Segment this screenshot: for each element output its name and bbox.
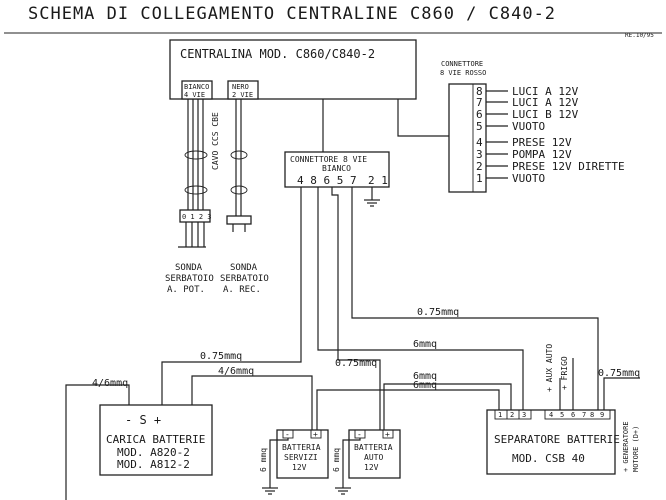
centralina-label: CENTRALINA MOD. C860/C840-2 [180, 47, 375, 61]
port-bianco-4-vie [181, 80, 213, 100]
wire-label-075-left: 0.75mmq [200, 351, 242, 362]
sep-pin-6: 6 [571, 411, 575, 419]
rosso-label-8: LUCI A 12V [512, 85, 579, 98]
sep-pin-7: 7 [582, 411, 586, 419]
batteria-servizi: - + BATTERIA SERVIZI 12V [262, 429, 329, 495]
connettore-bianco-header1: CONNETTORE 8 VIE [290, 155, 367, 164]
cable-bundles [184, 99, 248, 216]
sonda-pot-pins: 0 1 2 3 [182, 213, 212, 221]
separatore-batterie: 1 2 3 4 5 6 7 8 9 SEPARATORE BATTERIE MO… [486, 409, 620, 475]
connettore-rosso: CONNETTORE 8 VIE ROSSO 8 7 6 5 4 3 2 1 L… [397, 60, 625, 193]
sonda-reed-connector [226, 215, 252, 232]
separatore-name: SEPARATORE BATTERIE [494, 433, 620, 446]
rosso-pin-1: 1 [476, 172, 483, 185]
port-nero-2-vie [227, 80, 259, 100]
connettore-bianco-box [284, 151, 390, 188]
wire-label-6-a: 6mmq [413, 339, 437, 350]
wire-label-6-gnd2: 6 mmq [332, 448, 341, 472]
wire-label-075-mid: 0.75mmq [335, 358, 377, 369]
port-nero-label: NERO [232, 83, 249, 91]
rosso-label-2: PRESE 12V DIRETTE [512, 160, 625, 173]
carica-terminals: - S + [125, 413, 161, 427]
carica-model-2: MOD. A812-2 [117, 458, 190, 471]
label-frigo: + FRIGO [560, 356, 569, 390]
rosso-label-3: POMPA 12V [512, 148, 572, 161]
sonda-pot-line1: SONDA [175, 263, 203, 273]
separatore-box [486, 409, 616, 475]
rosso-label-7: LUCI A 12V [512, 96, 579, 109]
sep-pin-9: 9 [600, 411, 604, 419]
carica-model-1: MOD. A820-2 [117, 446, 190, 459]
rosso-pin-6: 6 [476, 108, 483, 121]
servizi-pos: + [313, 430, 318, 439]
separatore-model: MOD. CSB 40 [512, 452, 585, 465]
reference-code: RE.10/95 [625, 32, 654, 39]
rosso-pin-8: 8 [476, 85, 483, 98]
port-bianco-label: BIANCO [184, 83, 209, 91]
sonda-pot-line3: A. POT. [167, 285, 205, 295]
sonda-pot-connector: 0 1 2 3 [178, 209, 212, 248]
servizi-name-2: SERVIZI [284, 453, 318, 462]
connettore-bianco: CONNETTORE 8 VIE BIANCO 4 8 6 5 7 2 1 [284, 99, 390, 207]
servizi-name-3: 12V [292, 463, 307, 472]
sonda-pot-line2: SERBATOIO [165, 274, 214, 284]
wire-label-6-c: 6mmq [413, 380, 437, 391]
wire-label-46-a: 4/6mmq [92, 378, 128, 389]
rosso-label-6: LUCI B 12V [512, 108, 579, 121]
rosso-pin-7: 7 [476, 96, 483, 109]
wire-label-6-b: 6mmq [413, 371, 437, 382]
auto-name-3: 12V [364, 463, 379, 472]
port-nero-vie: 2 VIE [232, 91, 253, 99]
wire-label-46-b: 4/6mmq [218, 366, 254, 377]
servizi-neg: - [285, 430, 290, 439]
rosso-label-4: PRESE 12V [512, 136, 572, 149]
auto-neg: - [357, 430, 362, 439]
rosso-pin-5: 5 [476, 120, 483, 133]
connettore-rosso-header2: 8 VIE ROSSO [440, 69, 486, 77]
connettore-rosso-header1: CONNETTORE [441, 60, 483, 68]
rosso-label-5: VUOTO [512, 120, 545, 133]
sep-pin-2: 2 [510, 411, 514, 419]
carica-name: CARICA BATTERIE [106, 433, 205, 446]
servizi-name-1: BATTERIA [282, 443, 321, 452]
wire-label-6-gnd1: 6 mmq [259, 448, 268, 472]
sonda-reed-line1: SONDA [230, 263, 258, 273]
connettore-rosso-box [448, 83, 487, 193]
cable-label: CAVO CCS CBE [211, 112, 220, 170]
centralina-unit: CENTRALINA MOD. C860/C840-2 BIANCO 4 VIE… [169, 39, 417, 100]
rosso-label-1: VUOTO [512, 172, 545, 185]
auto-name-1: BATTERIA [354, 443, 393, 452]
port-bianco-vie: 4 VIE [184, 91, 205, 99]
carica-batterie-box [99, 404, 213, 476]
wires [65, 187, 640, 500]
sep-pin-8: 8 [590, 411, 594, 419]
sonda-reed-line2: SERBATOIO [220, 274, 269, 284]
carica-batterie: - S + CARICA BATTERIE MOD. A820-2 MOD. A… [99, 404, 213, 476]
connettore-bianco-header2: BIANCO [322, 164, 351, 173]
rosso-pin-2: 2 [476, 160, 483, 173]
connettore-bianco-pins-left: 4 8 6 5 7 [297, 174, 357, 187]
sep-pin-1: 1 [498, 411, 502, 419]
sonda-reed-line3: A. REC. [223, 285, 261, 295]
auto-name-2: AUTO [364, 453, 383, 462]
label-generatore-2: MOTORE (D+) [632, 426, 640, 472]
sep-pin-5: 5 [560, 411, 564, 419]
wire-label-075-top: 0.75mmq [417, 307, 459, 318]
rosso-pin-4: 4 [476, 136, 483, 149]
auto-pos: + [385, 430, 390, 439]
label-generatore-1: + GENERATORE [622, 421, 630, 472]
diagram-title: SCHEMA DI COLLEGAMENTO CENTRALINE C860 /… [28, 4, 556, 24]
wire-label-075-right: 0.75mmq [598, 368, 640, 379]
label-aux-auto: + AUX AUTO [545, 344, 554, 392]
sep-pin-4: 4 [549, 411, 553, 419]
batteria-auto: - + BATTERIA AUTO 12V [335, 429, 401, 495]
sep-pin-3: 3 [522, 411, 526, 419]
connettore-bianco-pins-right: 2 1 [368, 174, 388, 187]
rosso-pin-3: 3 [476, 148, 483, 161]
